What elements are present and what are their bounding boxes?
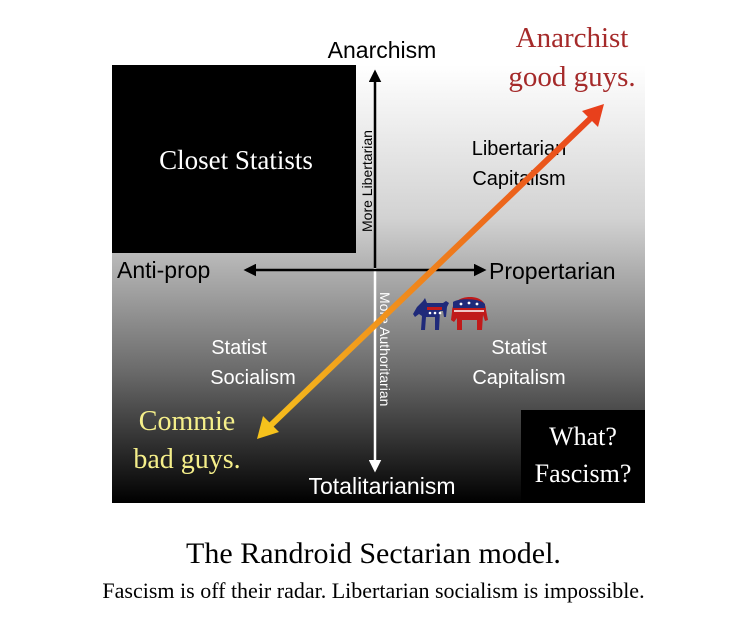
- axis-right-label: Propertarian: [489, 258, 616, 284]
- closet-statists-label: Closet Statists: [159, 145, 313, 175]
- quadrant-bottom-right-line1: Statist: [491, 337, 547, 359]
- caption-title: The Randroid Sectarian model.: [186, 537, 561, 570]
- anarchist-label-line2: good guys.: [508, 61, 635, 93]
- axis-left-label: Anti-prop: [117, 257, 210, 283]
- axis-bottom-label: Totalitarianism: [309, 473, 456, 499]
- diagonal-arrow-head-bottom: [257, 416, 279, 439]
- up-arrow-label: More Libertarian: [359, 130, 375, 232]
- quadrant-top-right-line1: Libertarian: [472, 138, 567, 160]
- quadrant-bottom-right-line2: Capitalism: [472, 367, 565, 389]
- axis-top-label: Anarchism: [328, 37, 437, 63]
- diagonal-arrow-head-top: [582, 104, 604, 127]
- commie-label-line1: Commie: [139, 406, 235, 437]
- fascism-box: [521, 410, 645, 503]
- diagonal-arrow: [257, 104, 604, 439]
- fascism-label-line2: Fascism?: [535, 459, 632, 488]
- quadrant-bottom-left-line2: Socialism: [210, 367, 296, 389]
- closet-statists-box: [112, 65, 356, 253]
- fascism-label-line1: What?: [549, 422, 617, 451]
- caption-subtitle: Fascism is off their radar. Libertarian …: [102, 578, 645, 603]
- anarchist-label-line1: Anarchist: [516, 22, 629, 54]
- quadrant-top-right-line2: Capitalism: [472, 168, 565, 190]
- donkey-icon: [413, 298, 449, 330]
- quadrant-bottom-left-line1: Statist: [211, 337, 267, 359]
- elephant-icon: [451, 297, 488, 330]
- commie-label-line2: bad guys.: [133, 444, 240, 475]
